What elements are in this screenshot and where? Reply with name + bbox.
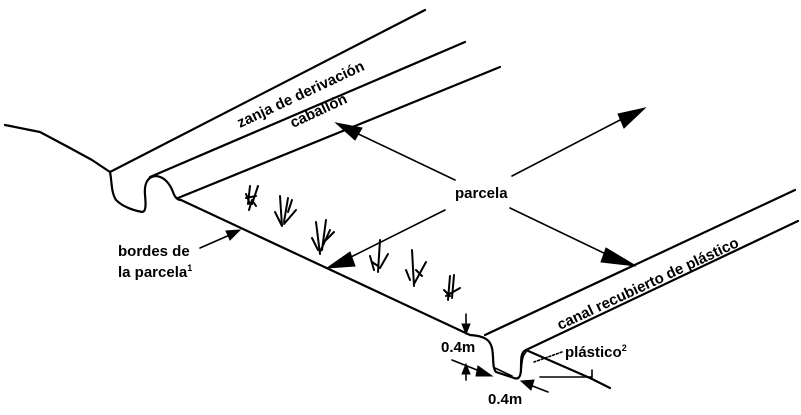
- label-bordes-line2: la parcela1: [118, 263, 192, 281]
- arrow-parcela-up-left: [349, 129, 456, 181]
- arrow-parcela-down-right: [509, 207, 611, 257]
- ridge-edge: [176, 65, 502, 200]
- footnote-1: 1: [187, 263, 192, 273]
- arrow-head-up-left: [334, 122, 363, 141]
- plant-icon: [274, 195, 297, 227]
- width-dimension: [451, 359, 549, 393]
- label-bordes-line1: bordes de: [118, 243, 190, 260]
- depth-dimension: [461, 313, 471, 381]
- canal-left-bank: [468, 333, 516, 380]
- canal-lower-edge: [524, 219, 800, 352]
- label-canal-recubierto: canal recubierto de plástico: [555, 234, 742, 333]
- plant-icon: [311, 219, 335, 255]
- label-plastico: plástico2: [565, 343, 627, 361]
- plastic-lining: [494, 351, 527, 377]
- plant-icon: [369, 239, 389, 273]
- label-bordes-text: la parcela: [118, 264, 188, 281]
- ditch-profile: [108, 170, 183, 214]
- plant-icon: [443, 274, 461, 301]
- canal-top-edge: [483, 188, 797, 337]
- label-depth-0-4m: 0.4m: [441, 339, 475, 356]
- arrow-parcela-up-right: [511, 119, 621, 177]
- arrow-bordes: [199, 233, 233, 249]
- arrow-parcela-down-left: [344, 209, 446, 261]
- plastico-leader: [533, 351, 563, 363]
- footnote-2: 2: [622, 343, 627, 353]
- arrow-head-down-right: [600, 247, 637, 267]
- label-parcela: parcela: [455, 185, 508, 202]
- ditch-top-edge: [108, 8, 427, 174]
- arrow-head-down-left: [325, 251, 356, 269]
- label-width-0-4m: 0.4m: [488, 391, 522, 408]
- plants: [245, 185, 461, 301]
- plot-far-side: [588, 376, 612, 390]
- label-plastico-text: plástico: [565, 344, 622, 361]
- plant-icon: [405, 249, 427, 287]
- arrow-head-bordes: [225, 229, 242, 241]
- arrow-head-up-right: [617, 107, 647, 129]
- plant-icon: [245, 185, 259, 211]
- ditch-inner-edge: [148, 40, 467, 179]
- parcela-arrows: [325, 107, 647, 269]
- ground-profile-left: [3, 123, 112, 174]
- plot-near-edge: [179, 198, 472, 337]
